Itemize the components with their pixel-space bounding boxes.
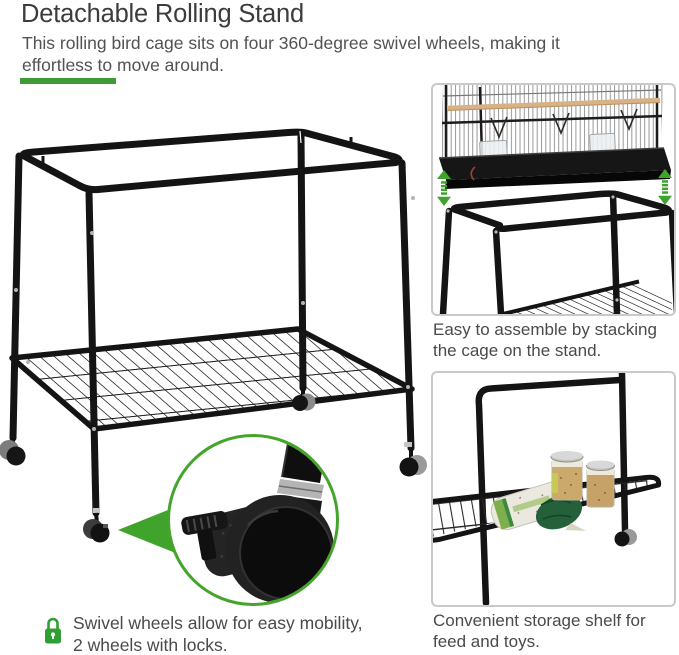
stand-top — [439, 190, 674, 314]
subtitle-line: This rolling bird cage sits on four 360-… — [22, 33, 560, 53]
bird-cage — [438, 85, 671, 189]
wooden-perch — [446, 97, 661, 111]
storage-caption: Convenient storage shelf for feed and to… — [433, 611, 646, 651]
screws — [14, 196, 415, 431]
stand-legs — [9, 131, 415, 517]
feature-panel-assembly — [431, 83, 676, 316]
swivel-caster-back-right — [292, 388, 316, 411]
swivel-caster-back-left — [0, 438, 26, 466]
stack-arrow-up-down-icon — [437, 170, 451, 206]
swivel-caster-front-left — [83, 512, 110, 543]
shelf-frame — [433, 474, 662, 543]
frame-seam — [299, 130, 302, 144]
swivel-caster-front-right — [399, 448, 427, 477]
stand-top-frame — [19, 128, 403, 194]
stand-frame — [475, 373, 629, 605]
subtitle-line: effortless to move around. — [22, 55, 225, 75]
storage-shelf-photo — [433, 373, 662, 605]
seed-jar — [550, 451, 584, 501]
swivel-caster — [614, 529, 637, 547]
cage-stacking-photo — [437, 85, 674, 314]
wire-shelf — [12, 329, 412, 429]
leg-ferrule — [93, 508, 100, 513]
cage-peg — [41, 156, 45, 166]
seed-jar — [586, 460, 615, 508]
lock-icon — [45, 617, 61, 644]
stack-arrow-up-down-icon — [658, 169, 672, 205]
brake-lever — [181, 511, 228, 561]
caster-closeup-photo — [181, 442, 334, 603]
assembly-caption: Easy to assemble by stacking the cage on… — [433, 320, 657, 360]
wheel-lock-text: Swivel wheels allow for easy mobility, 2… — [73, 613, 363, 655]
leg-ferrule — [404, 442, 412, 447]
rolling-stand-photo — [0, 128, 427, 543]
cage-wires — [490, 108, 638, 140]
cage-peg — [349, 137, 353, 147]
feature-panel-storage — [431, 371, 676, 607]
green-underline-bar — [20, 78, 116, 84]
callout-pointer-icon — [118, 506, 178, 554]
subtitle: This rolling bird cage sits on four 360-… — [22, 32, 560, 76]
wheel-closeup-callout — [167, 434, 339, 606]
wheel-lock-note: Swivel wheels allow for easy mobility, 2… — [42, 612, 363, 655]
page-title: Detachable Rolling Stand — [21, 0, 304, 28]
